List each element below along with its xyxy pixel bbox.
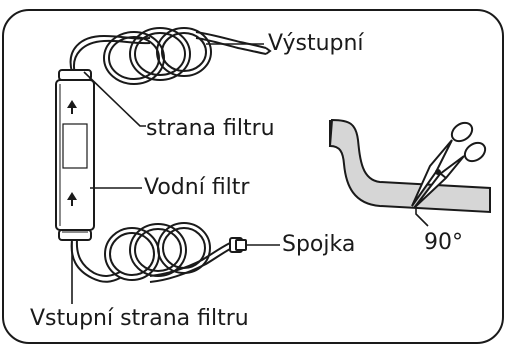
leader-filter-side — [83, 71, 146, 127]
label-filter-side: strana filtru — [146, 116, 275, 141]
label-water-filter: Vodní filtr — [144, 175, 250, 200]
label-input-side: Vstupní strana filtru — [30, 306, 249, 331]
water-filter-cartridge — [55, 69, 95, 241]
label-angle: 90° — [424, 230, 463, 255]
arrow-up-icon — [67, 100, 77, 114]
input-tube-coil — [70, 222, 233, 283]
leader-angle — [415, 208, 429, 227]
cut-tube — [328, 118, 491, 214]
arrow-up-icon — [67, 192, 77, 206]
scissors-icon — [411, 121, 487, 209]
label-connector: Spojka — [282, 232, 356, 257]
leader-lines — [71, 43, 429, 304]
output-tube-coil — [69, 27, 272, 85]
connector-fitting — [229, 237, 247, 253]
label-output-side: Výstupní — [268, 31, 364, 56]
diagram-frame — [2, 9, 504, 344]
